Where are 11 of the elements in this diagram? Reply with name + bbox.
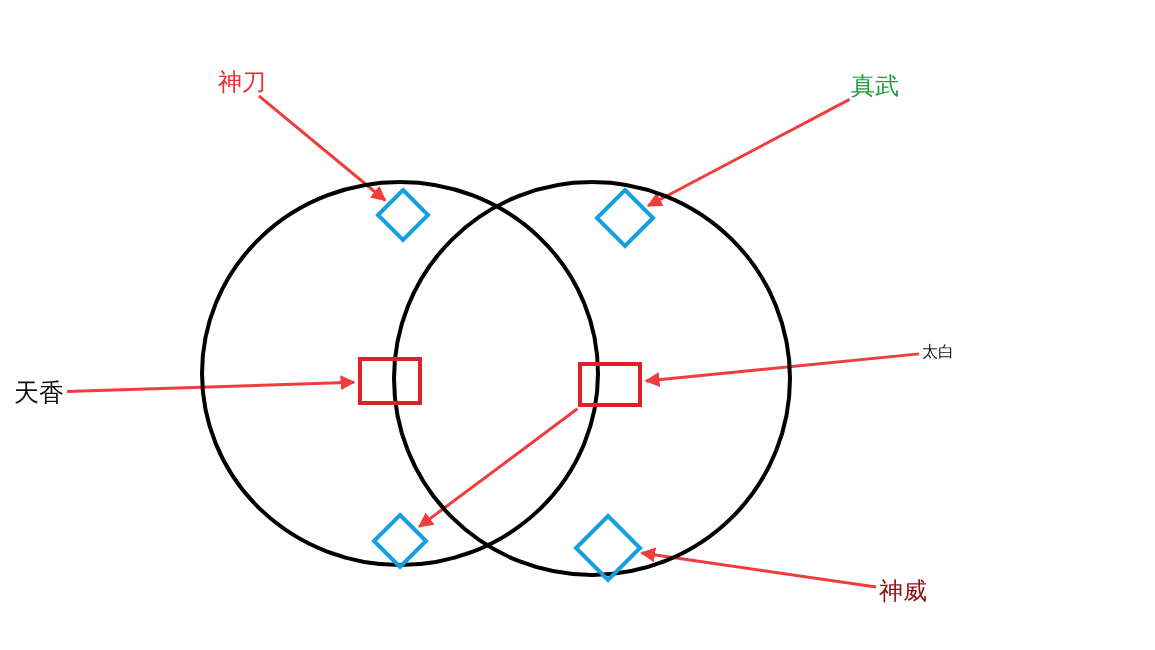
callout-label: 神威 <box>879 579 927 603</box>
arrow <box>418 407 579 528</box>
arrow <box>257 94 387 202</box>
arrow <box>644 352 920 388</box>
callout-label: 太白 <box>922 344 954 360</box>
callout-label: 天香 <box>14 380 64 405</box>
arrow <box>66 375 356 394</box>
callout-label: 神刀 <box>218 70 266 94</box>
arrow <box>640 547 877 589</box>
callout-label: 真武 <box>851 74 899 98</box>
arrow <box>646 98 851 208</box>
